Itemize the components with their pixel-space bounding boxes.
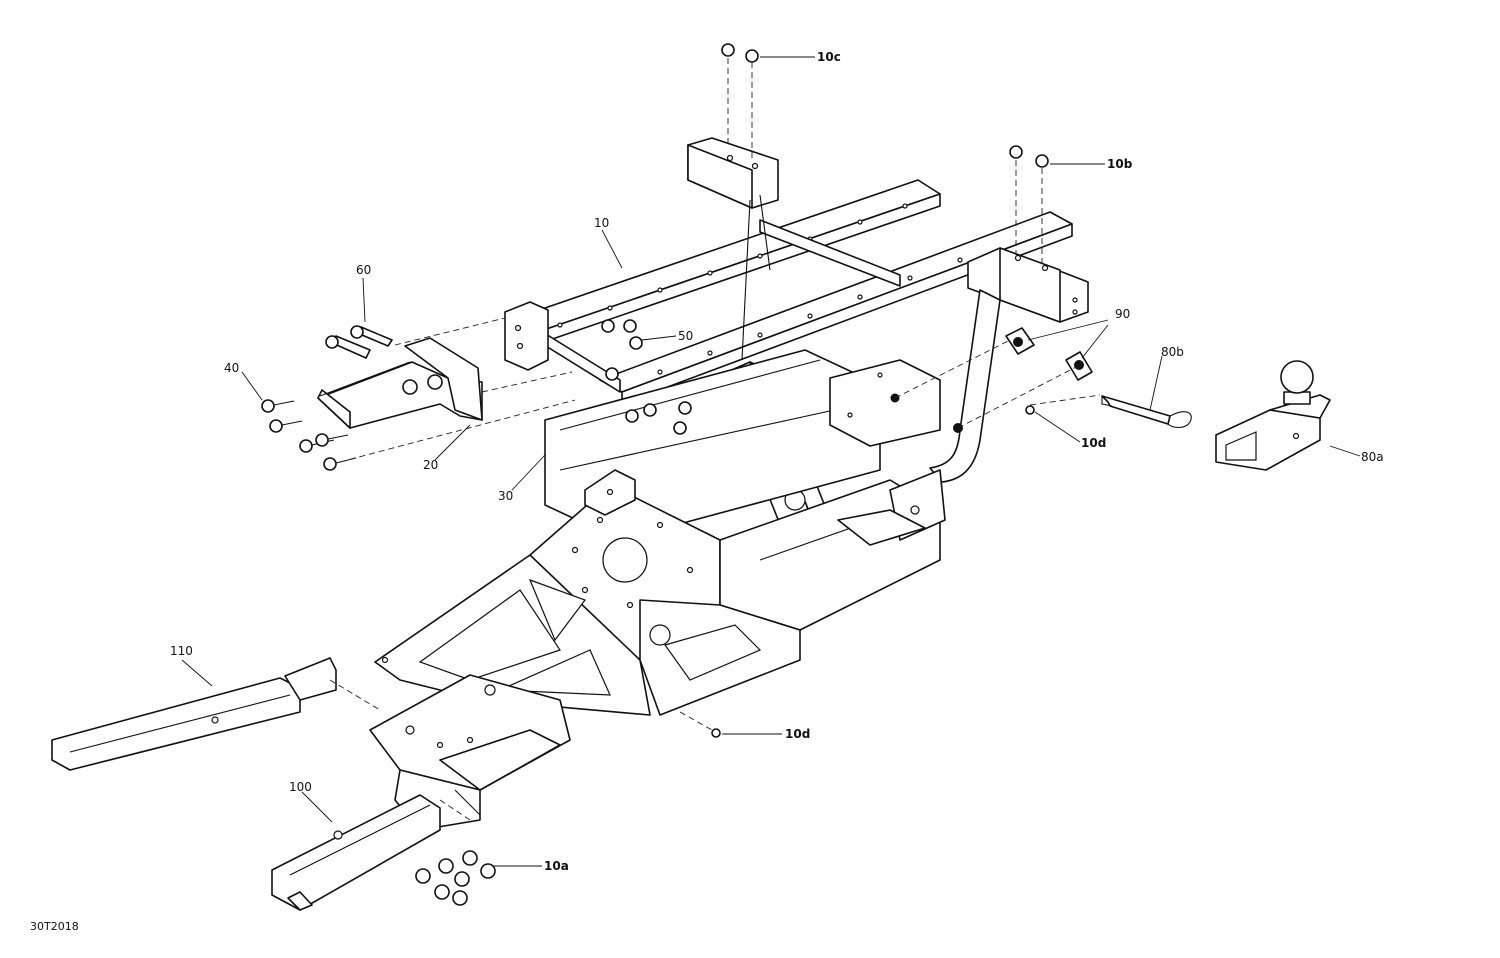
callout-10c: 10c (817, 50, 841, 64)
upper-frame-tube-rear (599, 211, 1073, 405)
callout-80a: 80a (1361, 450, 1384, 464)
nut-group-20 (402, 374, 443, 395)
drawing-reference-number: 30T2018 (30, 920, 79, 933)
callout-60: 60 (356, 263, 372, 277)
mount-bracket-top-right (967, 247, 1089, 323)
front-nose-frame (369, 674, 571, 831)
callout-100: 100 (289, 780, 312, 794)
mount-bracket-top-left (687, 137, 779, 361)
spacer-90-a (1005, 327, 1035, 355)
nut-group-10b (1009, 145, 1049, 168)
upper-frame-tube-front (509, 179, 941, 347)
callout-10d-right: 10d (1081, 436, 1107, 450)
skid-rail-110 (51, 657, 337, 771)
front-skid-100 (271, 794, 441, 911)
nut-group-10a (415, 850, 496, 906)
callout-50: 50 (678, 329, 694, 343)
bracket-20 (317, 337, 483, 429)
truss-triangle-frame (374, 554, 801, 716)
front-corner-bracket (504, 301, 549, 371)
assembly-lines (329, 58, 1101, 821)
hitch-ball-80a (1215, 360, 1331, 471)
fastener-10d-right (1025, 405, 1035, 415)
callout-40: 40 (224, 361, 240, 375)
callout-10a: 10a (544, 859, 569, 873)
callout-10: 10 (594, 216, 610, 230)
bolt-60-a (325, 335, 371, 359)
leader-lines (181, 56, 1361, 867)
callout-30: 30 (498, 489, 514, 503)
hitch-pin-80b (1101, 395, 1192, 429)
callout-20: 20 (423, 458, 439, 472)
bolt-60-b (350, 325, 393, 347)
nut-group-10c (721, 43, 759, 63)
nut-group-50 (601, 319, 692, 435)
callout-90: 90 (1115, 307, 1131, 321)
fastener-10d-bottom (711, 728, 721, 738)
bolt-40-group (261, 399, 357, 471)
callout-10b: 10b (1107, 157, 1133, 171)
callout-110: 110 (170, 644, 193, 658)
callout-80b: 80b (1161, 345, 1184, 359)
callout-10d-bottom: 10d (785, 727, 811, 741)
